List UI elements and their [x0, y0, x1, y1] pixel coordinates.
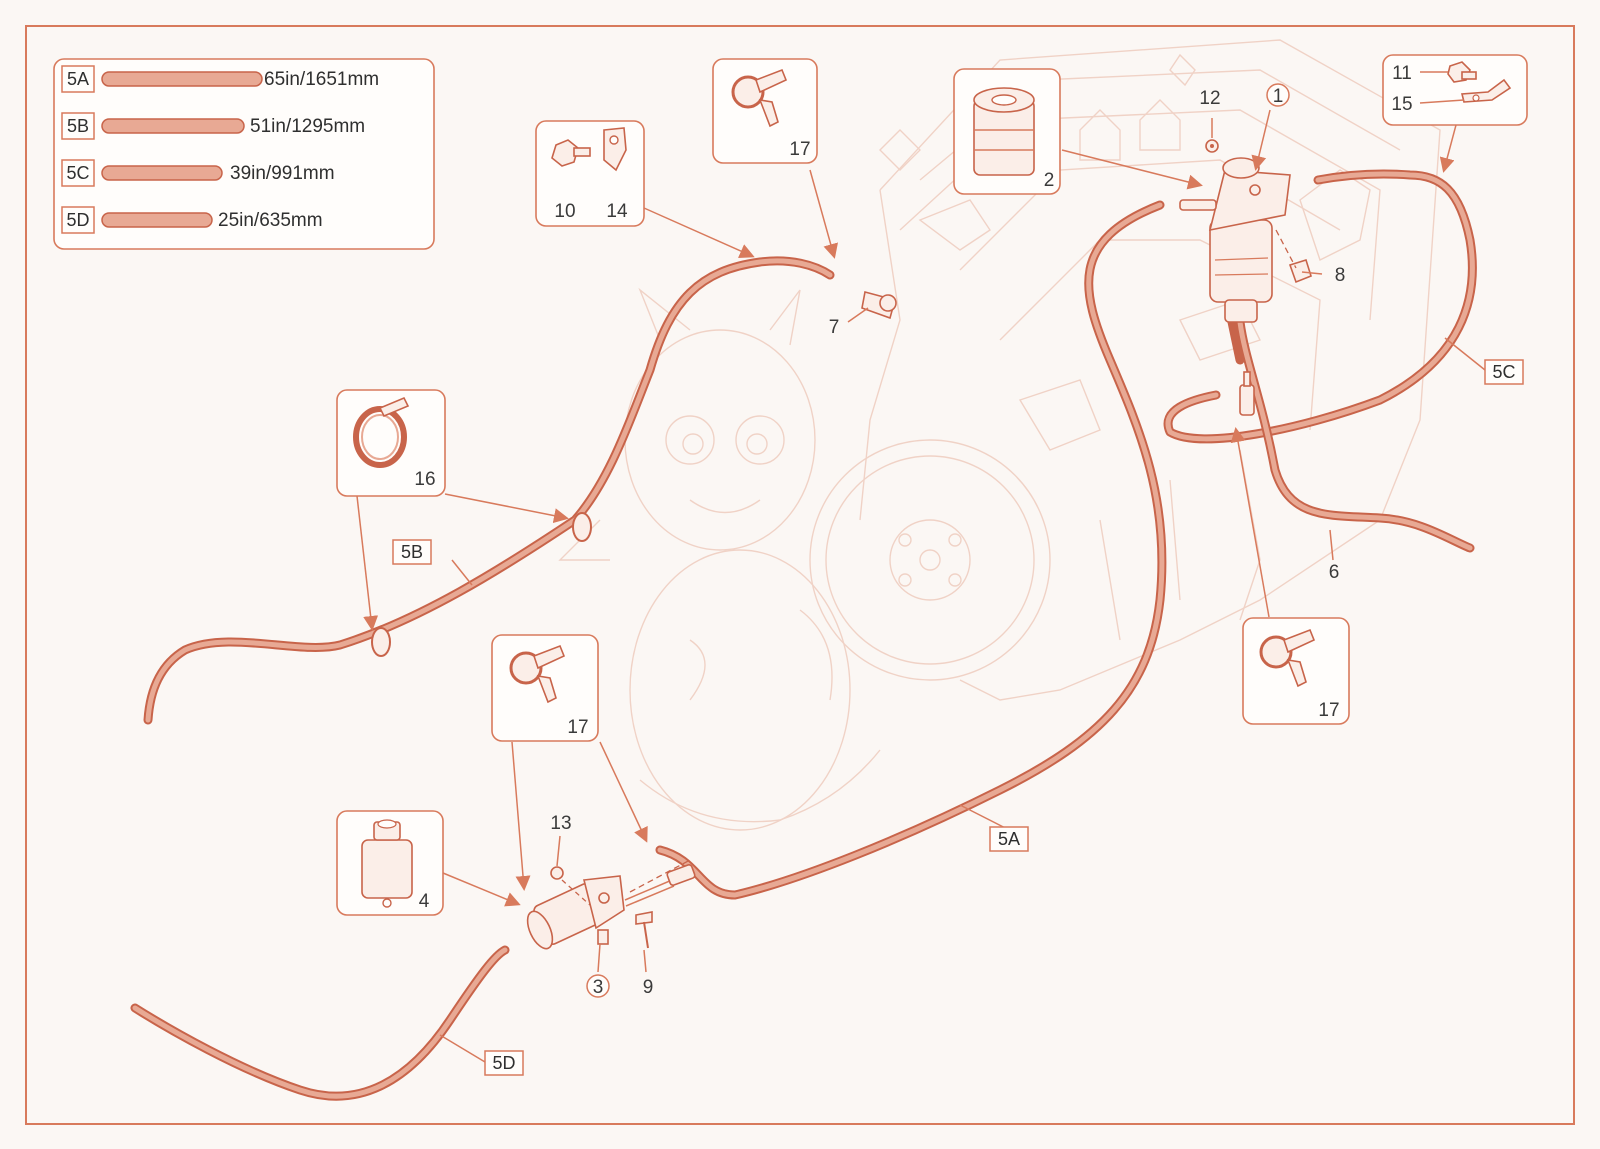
callout-14: 14: [606, 201, 628, 222]
hose-5d: [130, 945, 510, 1101]
legend-length: 39in/991mm: [230, 163, 335, 184]
detail-box-bolt-p-clamp: 11 15: [1382, 54, 1528, 126]
legend-length: 25in/635mm: [218, 210, 323, 231]
fuel-filter-assembly: [1179, 157, 1291, 323]
assembly-lines: [561, 229, 1297, 906]
legend-row-5d: 5D 25in/635mm: [61, 206, 323, 234]
legend-length: 51in/1295mm: [250, 116, 365, 137]
callout-1: 1: [1273, 86, 1284, 107]
callout-8: 8: [1335, 265, 1346, 286]
nut: [550, 866, 564, 880]
hose-5a: [655, 200, 1167, 900]
hose-fitting: [861, 291, 897, 320]
standalone-callouts: 1 3 6 7 8 9 12 13: [550, 83, 1346, 998]
callout-13: 13: [550, 813, 571, 834]
hose-5c: [1163, 169, 1477, 444]
bolt-icon: [551, 139, 579, 167]
legend-tag: 5D: [66, 210, 89, 230]
hose-clamp-icon: [509, 651, 543, 685]
legend-tag: 5A: [67, 69, 89, 89]
fuel-pump-assembly: [526, 864, 696, 950]
tag-5d: 5D: [492, 1053, 515, 1073]
hose-length-legend: 5A 65in/1651mm 5B 51in/1295mm 5C 39in/99…: [53, 58, 435, 250]
callout-2: 2: [1044, 170, 1055, 191]
callout-11: 11: [1392, 63, 1412, 84]
pump-filter-icon: [361, 839, 413, 899]
callout-7: 7: [829, 317, 840, 338]
callout-17: 17: [567, 717, 588, 738]
detail-box-band-clamp: 16: [336, 389, 446, 497]
hose-tags: 5A 5B 5C 5D: [392, 337, 1524, 1076]
page-frame: [25, 25, 1575, 1125]
callout-15: 15: [1391, 94, 1412, 115]
detail-box-filter-element: 2: [953, 68, 1061, 195]
drain-plug: [1288, 258, 1312, 284]
tag-5b: 5B: [401, 542, 423, 562]
callout-12: 12: [1199, 88, 1220, 109]
band-clamp: [371, 512, 592, 657]
hose-clamp-icon: [1259, 635, 1293, 669]
washer: [1205, 139, 1219, 153]
legend-row-5a: 5A 65in/1651mm: [61, 65, 379, 93]
hose-clamp-icon: [731, 75, 765, 109]
detail-box-pump-filter: 4: [336, 810, 444, 916]
callout-17: 17: [1318, 700, 1339, 721]
callout-3: 3: [593, 977, 604, 998]
callout-16: 16: [414, 469, 435, 490]
tag-5c: 5C: [1492, 362, 1515, 382]
bolt: [635, 911, 653, 949]
legend-row-5b: 5B 51in/1295mm: [61, 112, 365, 140]
legend-tag: 5B: [67, 116, 89, 136]
legend-tag: 5C: [66, 163, 89, 183]
callout-6: 6: [1329, 562, 1340, 583]
clip-icon: [603, 127, 627, 172]
hose-stub: [1227, 317, 1245, 365]
detail-box-bolt-clamp: 10 14: [535, 120, 645, 227]
callout-10: 10: [554, 201, 575, 222]
tag-5a: 5A: [998, 829, 1020, 849]
hose-6: [1235, 317, 1475, 553]
legend-length: 65in/1651mm: [264, 69, 379, 90]
callout-9: 9: [643, 977, 654, 998]
detail-box-hose-clamp-right: 17: [1242, 617, 1350, 725]
detail-box-hose-clamp-middle: 17: [491, 634, 599, 742]
detail-box-hose-clamp-top: 17: [712, 58, 818, 164]
legend-row-5c: 5C 39in/991mm: [61, 159, 335, 187]
leader-lines: [356, 109, 1457, 973]
engine-outline: [809, 39, 1441, 701]
callout-4: 4: [419, 891, 430, 912]
callout-17: 17: [789, 139, 810, 160]
fuel-sensor: [1239, 371, 1255, 416]
dragon-watermark: [558, 287, 881, 831]
hose-5b: [143, 256, 835, 725]
